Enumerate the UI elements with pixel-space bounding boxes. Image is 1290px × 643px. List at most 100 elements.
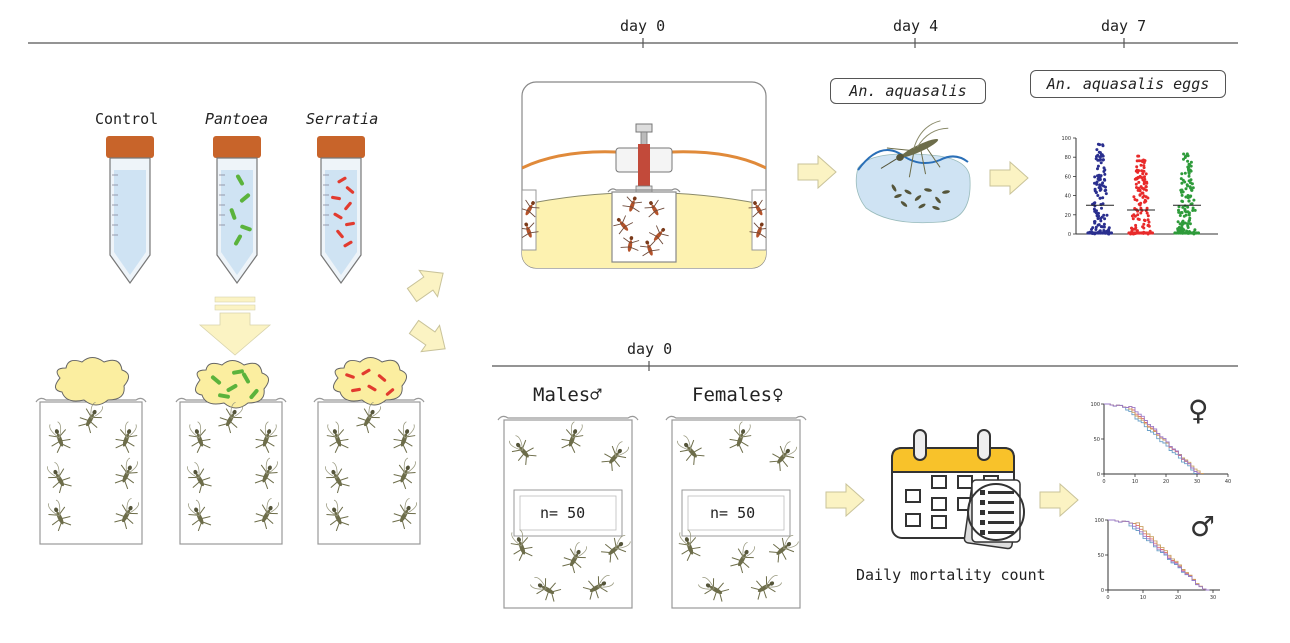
egg-data-point bbox=[1097, 223, 1101, 227]
survival-xtick-label: 30 bbox=[1194, 479, 1200, 485]
egg-data-point bbox=[1192, 198, 1196, 202]
mortality-label: Daily mortality count bbox=[856, 566, 1046, 584]
egg-data-point bbox=[1185, 152, 1189, 156]
egg-data-point bbox=[1191, 209, 1195, 212]
egg-data-point bbox=[1187, 172, 1191, 175]
egg-data-point bbox=[1102, 229, 1106, 232]
calendar-icon bbox=[891, 429, 1025, 550]
egg-data-point bbox=[1139, 211, 1143, 215]
egg-data-point bbox=[1099, 174, 1103, 178]
egg-data-point bbox=[1099, 219, 1103, 223]
egg-chart-ytick-label: 40 bbox=[1065, 194, 1071, 200]
egg-data-point bbox=[1098, 188, 1102, 192]
egg-data-point bbox=[1105, 213, 1109, 217]
egg-data-point bbox=[1144, 195, 1148, 199]
egg-data-point bbox=[1142, 222, 1146, 226]
egg-data-point bbox=[1142, 166, 1146, 170]
survival-xtick-label: 0 bbox=[1102, 479, 1105, 485]
egg-data-point bbox=[1146, 218, 1150, 222]
arrow-to-oviposition bbox=[797, 155, 837, 189]
egg-data-point bbox=[1185, 183, 1189, 187]
egg-data-point bbox=[1135, 229, 1139, 233]
egg-data-point bbox=[1100, 225, 1104, 229]
egg-data-point bbox=[1101, 144, 1105, 148]
survival-curve bbox=[1104, 403, 1201, 474]
egg-data-point bbox=[1136, 213, 1140, 217]
label-day0-top: day 0 bbox=[620, 17, 666, 35]
egg-data-point bbox=[1147, 220, 1151, 224]
egg-data-point bbox=[1145, 211, 1149, 215]
egg-chart-ytick-label: 0 bbox=[1068, 232, 1071, 238]
egg-data-point bbox=[1186, 210, 1190, 214]
egg-chart-ytick-label: 60 bbox=[1065, 174, 1071, 180]
egg-data-point bbox=[1136, 217, 1140, 221]
egg-data-point bbox=[1104, 192, 1108, 196]
species-label: An. aquasalis bbox=[830, 78, 986, 104]
arrow-to-feeding bbox=[402, 259, 453, 309]
egg-data-point bbox=[1101, 181, 1105, 185]
egg-data-point bbox=[1099, 158, 1102, 161]
egg-data-point bbox=[1141, 195, 1145, 199]
egg-data-point bbox=[1099, 154, 1103, 158]
egg-data-point bbox=[1097, 211, 1100, 215]
arrow-to-egg-chart bbox=[989, 161, 1029, 195]
egg-data-point bbox=[1098, 143, 1102, 147]
egg-data-point bbox=[1094, 211, 1098, 215]
egg-data-point bbox=[1098, 183, 1102, 187]
egg-data-point bbox=[1134, 182, 1138, 186]
tube-control bbox=[106, 136, 154, 285]
egg-data-point bbox=[1093, 187, 1097, 191]
egg-data-point bbox=[1142, 182, 1146, 186]
label-day0-bottom: day 0 bbox=[627, 340, 673, 358]
survival-xtick-label: 10 bbox=[1132, 479, 1138, 485]
egg-data-point bbox=[1142, 161, 1146, 165]
egg-data-point bbox=[1143, 177, 1147, 181]
egg-data-point bbox=[1182, 152, 1186, 156]
egg-data-point bbox=[1146, 223, 1150, 227]
egg-data-point bbox=[1101, 158, 1105, 162]
survival-ytick-label: 50 bbox=[1098, 553, 1104, 559]
egg-chart-ytick-label: 80 bbox=[1065, 155, 1071, 161]
egg-data-point bbox=[1146, 214, 1150, 218]
egg-data-point bbox=[1094, 157, 1098, 161]
egg-data-point bbox=[1094, 190, 1098, 194]
egg-data-point bbox=[1141, 169, 1145, 173]
egg-data-point bbox=[1181, 200, 1185, 203]
egg-data-point bbox=[1100, 215, 1104, 219]
egg-data-point bbox=[1091, 226, 1095, 230]
egg-data-point bbox=[1184, 187, 1188, 191]
egg-data-point bbox=[1191, 206, 1195, 210]
egg-data-point bbox=[1144, 199, 1148, 203]
egg-data-point bbox=[1135, 165, 1139, 169]
egg-data-point bbox=[1109, 231, 1113, 235]
egg-data-point bbox=[1139, 159, 1143, 163]
egg-data-point bbox=[1183, 171, 1187, 175]
survival-ytick-label: 0 bbox=[1101, 588, 1104, 594]
egg-data-point bbox=[1138, 193, 1142, 197]
survival-xtick-label: 20 bbox=[1175, 595, 1181, 601]
egg-data-point bbox=[1184, 195, 1188, 199]
egg-data-point bbox=[1184, 213, 1188, 217]
egg-data-point bbox=[1177, 205, 1181, 209]
survival-ytick-label: 0 bbox=[1097, 472, 1100, 478]
egg-data-point bbox=[1182, 157, 1185, 161]
egg-data-point bbox=[1093, 175, 1097, 179]
egg-chart-ytick-label: 100 bbox=[1061, 136, 1071, 142]
egg-data-point bbox=[1180, 224, 1184, 227]
survival-xtick-label: 40 bbox=[1225, 479, 1231, 485]
cage-males bbox=[497, 415, 639, 609]
label-serratia: Serratia bbox=[306, 110, 379, 128]
survival-xtick-label: 10 bbox=[1140, 595, 1146, 601]
survival-xtick-label: 0 bbox=[1106, 595, 1109, 601]
egg-data-point bbox=[1097, 186, 1101, 190]
egg-data-point bbox=[1187, 168, 1191, 172]
egg-data-point bbox=[1100, 206, 1103, 210]
egg-data-point bbox=[1187, 174, 1191, 178]
tube-serratia bbox=[317, 136, 365, 285]
egg-data-point bbox=[1176, 220, 1180, 224]
feeder-panel bbox=[521, 81, 767, 269]
egg-data-point bbox=[1095, 180, 1099, 184]
egg-data-point bbox=[1095, 148, 1099, 152]
